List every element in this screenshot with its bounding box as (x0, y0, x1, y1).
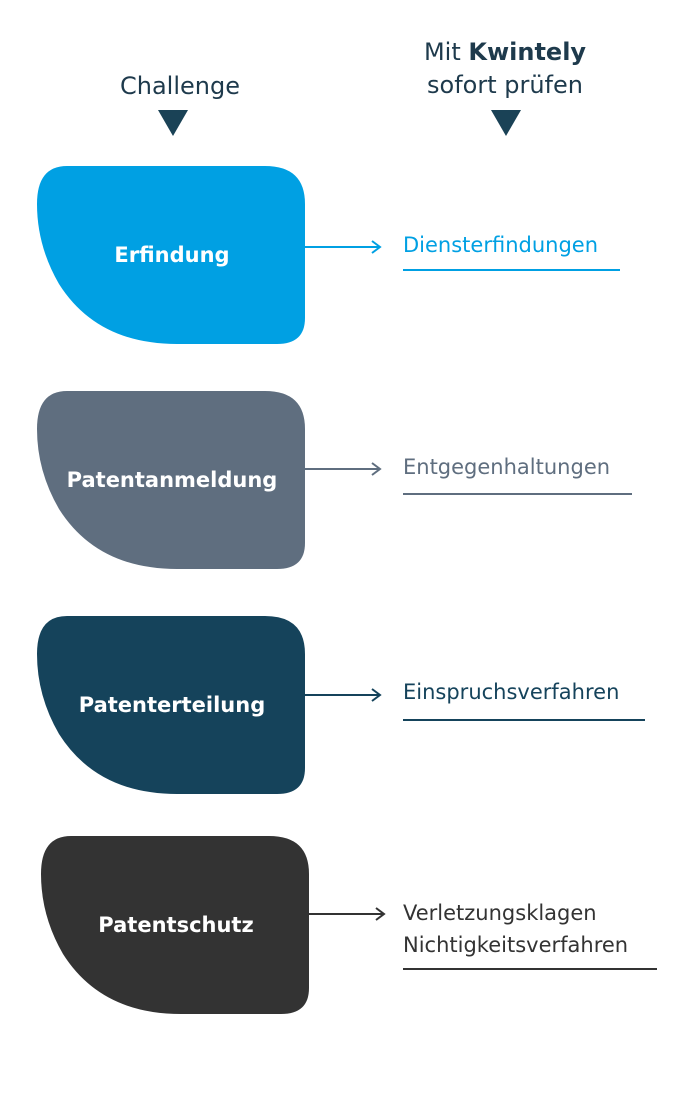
kwintely-header-line2: sofort prüfen (427, 71, 583, 99)
stage-label: Patenterteilung (78, 693, 266, 717)
target-line: Entgegenhaltungen (403, 455, 611, 479)
blob-shape (37, 391, 305, 569)
kwintely-prefix: Mit (423, 38, 469, 66)
target-verletzung-nichtigkeit: Verletzungsklagen Nichtigkeitsverfahren (403, 897, 628, 961)
challenge-triangle-icon (158, 110, 188, 136)
target-line: Nichtigkeitsverfahren (403, 933, 629, 957)
blob-shape (41, 836, 309, 1014)
target-underline (403, 719, 645, 721)
target-underline (403, 968, 657, 970)
arrow-icon (305, 462, 382, 476)
kwintely-header-line1: Mit Kwintely (405, 36, 605, 69)
kwintely-brand: Kwintely (468, 38, 587, 66)
arrow-icon (305, 688, 382, 702)
blob-shape (37, 616, 305, 794)
stage-blob-patentanmeldung: Patentanmeldung (37, 391, 307, 569)
target-line: Einspruchsverfahren (403, 680, 620, 704)
challenge-label: Challenge (120, 72, 240, 100)
kwintely-header: Mit Kwintely sofort prüfen (405, 36, 605, 102)
kwintely-triangle-icon (491, 110, 521, 136)
target-underline (403, 493, 632, 495)
stage-blob-erfindung: Erfindung (37, 166, 307, 344)
blob-shape (37, 166, 305, 344)
target-einspruchsverfahren: Einspruchsverfahren (403, 676, 619, 708)
arrow-icon (305, 240, 382, 254)
target-line: Verletzungsklagen (403, 901, 597, 925)
target-line: Diensterfindungen (403, 233, 599, 257)
stage-blob-patentschutz: Patentschutz (41, 836, 311, 1014)
target-diensterfindungen: Diensterfindungen (403, 229, 598, 261)
stage-blob-patenterteilung: Patenterteilung (37, 616, 307, 794)
target-underline (403, 269, 620, 271)
arrow-icon (309, 907, 386, 921)
stage-label: Patentschutz (98, 913, 254, 937)
stage-label: Erfindung (114, 243, 230, 267)
challenge-header: Challenge (100, 70, 260, 103)
target-entgegenhaltungen: Entgegenhaltungen (403, 451, 610, 483)
stage-label: Patentanmeldung (66, 468, 278, 492)
